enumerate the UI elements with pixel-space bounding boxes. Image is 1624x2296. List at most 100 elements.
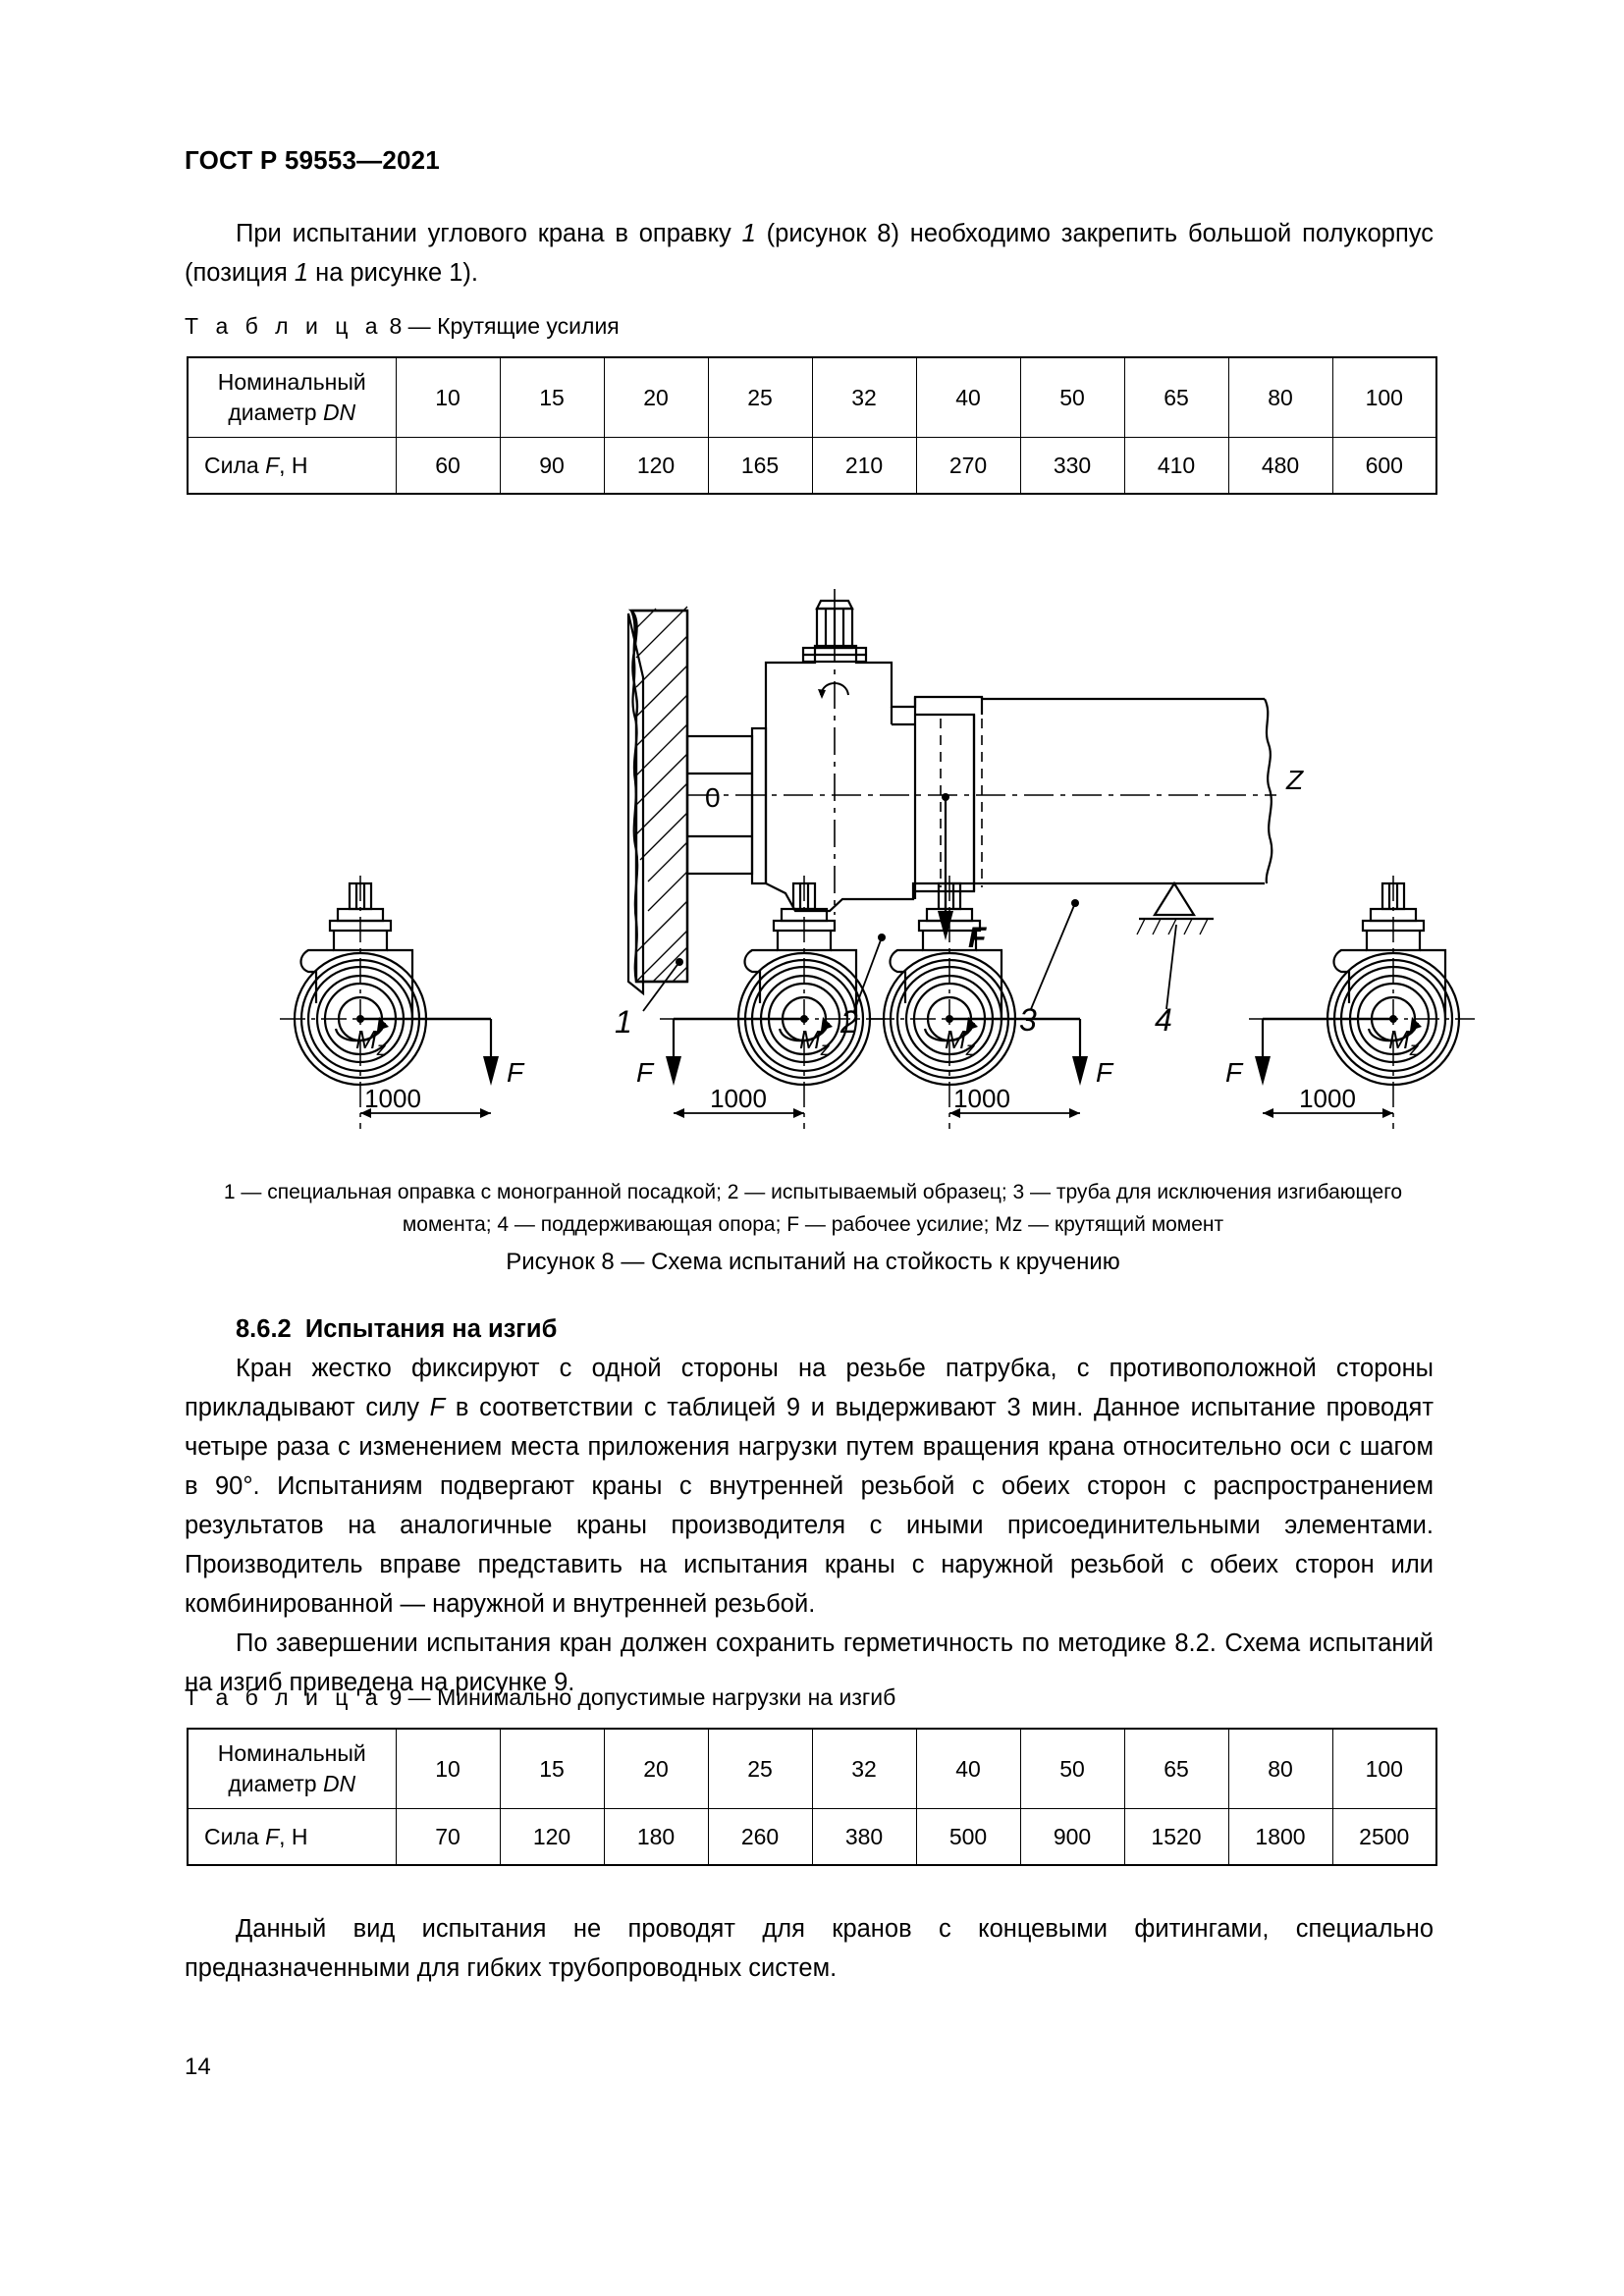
table9-force-cell: 1800 bbox=[1227, 1808, 1333, 1866]
table8-wrapper: Номинальный диаметр DN 10 15 20 25 32 40… bbox=[187, 356, 1437, 495]
callout-1: 1 bbox=[615, 1004, 632, 1040]
table8-label-dn: DN bbox=[322, 400, 356, 425]
table8-diameter-cell: 40 bbox=[915, 356, 1021, 438]
table8-caption: Т а б л и ц а 8 — Крутящие усилия bbox=[185, 309, 1434, 343]
table9-diameter-cell: 50 bbox=[1019, 1728, 1125, 1809]
dimension-label: 1000 bbox=[953, 1084, 1010, 1113]
figure-8-legend-block: 1 — специальная оправка с моногранной по… bbox=[185, 1176, 1441, 1241]
label-axis-z: Z bbox=[1285, 765, 1304, 795]
intro-italic-1: 1 bbox=[741, 220, 756, 247]
table8-force-cell: 480 bbox=[1227, 437, 1333, 495]
intro-text-a: При испытании углового крана в оправку bbox=[236, 220, 742, 247]
table8-caption-block: Т а б л и ц а 8 — Крутящие усилия bbox=[185, 309, 1434, 343]
valve-body bbox=[764, 644, 984, 913]
table8-force-cell: 165 bbox=[707, 437, 813, 495]
closing-paragraph-block: Данный вид испытания не проводят для кра… bbox=[185, 1909, 1434, 1988]
table9-force-post: , Н bbox=[279, 1823, 308, 1849]
callout-4: 4 bbox=[1155, 1002, 1172, 1038]
table9-diameter-cell: 65 bbox=[1123, 1728, 1229, 1809]
table9-force-cell: 260 bbox=[707, 1808, 813, 1866]
table8-diameter-cell: 50 bbox=[1019, 356, 1125, 438]
mandrel-nut bbox=[685, 726, 768, 885]
table9-caption-dash: — bbox=[407, 1684, 431, 1710]
figure-8: 0 Z F 1 2 3 4 bbox=[0, 550, 1624, 1158]
table8-label-line1: Номинальный bbox=[217, 369, 366, 395]
table9: Номинальный диаметр DN 10 15 20 25 32 40… bbox=[187, 1728, 1437, 1866]
table9-row-label-force: Сила F, Н bbox=[187, 1808, 397, 1866]
table8-force-f: F bbox=[265, 452, 280, 478]
table8-diameter-cell: 80 bbox=[1227, 356, 1333, 438]
figure-8-legend-line-1: 1 — специальная оправка с моногранной по… bbox=[223, 1181, 1403, 1203]
page-number: 14 bbox=[185, 2054, 211, 2080]
figure-8-legend-line-2: момента; 4 — поддерживающая опора; F — р… bbox=[402, 1213, 1224, 1236]
table9-force-cell: 500 bbox=[915, 1808, 1021, 1866]
orientation-view-2: Mz F 1000 bbox=[636, 876, 886, 1129]
table9-force-cell: 180 bbox=[603, 1808, 709, 1866]
dimension-label: 1000 bbox=[710, 1084, 767, 1113]
document-header: ГОСТ Р 59553—2021 bbox=[185, 145, 440, 175]
force-label: F bbox=[1225, 1057, 1244, 1088]
force-symbol-inline: F bbox=[429, 1394, 446, 1421]
table8-caption-title: Крутящие усилия bbox=[437, 313, 620, 339]
dimension-label: 1000 bbox=[1299, 1084, 1356, 1113]
intro-text-c: на рисунке 1). bbox=[308, 259, 478, 287]
table8-force-cell: 600 bbox=[1331, 437, 1437, 495]
table9-force-cell: 1520 bbox=[1123, 1808, 1229, 1866]
table8-row-label-force: Сила F, Н bbox=[187, 437, 397, 495]
table9-caption-number: 9 bbox=[389, 1684, 403, 1710]
support-triangle bbox=[1136, 881, 1214, 935]
force-label: F bbox=[507, 1057, 525, 1088]
table8-caption-dash: — bbox=[407, 313, 431, 339]
table8-diameter-cell: 100 bbox=[1331, 356, 1437, 438]
table8-force-cell: 270 bbox=[915, 437, 1021, 495]
table9-diameter-cell: 40 bbox=[915, 1728, 1021, 1809]
table8-diameter-cell: 10 bbox=[395, 356, 501, 438]
table-row: Номинальный диаметр DN 10 15 20 25 32 40… bbox=[187, 1728, 1437, 1809]
table9-diameter-cell: 32 bbox=[811, 1728, 917, 1809]
table8-diameter-cell: 32 bbox=[811, 356, 917, 438]
table8-diameter-cell: 20 bbox=[603, 356, 709, 438]
table8-force-pre: Сила bbox=[204, 452, 266, 478]
table8-diameter-cell: 65 bbox=[1123, 356, 1229, 438]
table8-diameter-cell: 25 bbox=[707, 356, 813, 438]
table8-force-cell: 210 bbox=[811, 437, 917, 495]
table8-caption-word: Т а б л и ц а bbox=[185, 313, 384, 339]
table8-force-cell: 410 bbox=[1123, 437, 1229, 495]
figure-8-drawing: 0 Z F 1 2 3 4 bbox=[280, 589, 1475, 1129]
bend-test-paragraph-1: Кран жестко фиксируют с одной стороны на… bbox=[185, 1355, 1434, 1618]
orientation-view-4: Mz F 1000 bbox=[1225, 876, 1475, 1129]
table9-force-cell: 900 bbox=[1019, 1808, 1125, 1866]
section-title: Испытания на изгиб bbox=[304, 1315, 558, 1343]
table8-force-cell: 60 bbox=[395, 437, 501, 495]
bend-test-paragraph-2: По завершении испытания кран должен сохр… bbox=[185, 1629, 1434, 1696]
dimension-label: 1000 bbox=[364, 1084, 421, 1113]
force-label: F bbox=[636, 1057, 655, 1088]
table-row: Сила F, Н 60 90 120 165 210 270 330 410 … bbox=[187, 437, 1437, 495]
table9-row-label-diameter: Номинальный диаметр DN bbox=[187, 1728, 397, 1809]
table9-caption-word: Т а б л и ц а bbox=[185, 1684, 384, 1710]
intro-italic-2: 1 bbox=[294, 259, 309, 287]
table8-force-cell: 330 bbox=[1019, 437, 1125, 495]
table9-force-cell: 120 bbox=[499, 1808, 605, 1866]
orientation-view-1: Mz F 1000 bbox=[280, 876, 525, 1129]
orientation-view-3: Mz F 1000 bbox=[869, 876, 1114, 1129]
intro-paragraph: При испытании углового крана в оправку 1… bbox=[185, 214, 1434, 293]
test-pipe bbox=[982, 697, 1273, 885]
table8-caption-number: 8 bbox=[389, 313, 403, 339]
section-8-6-2-block: 8.6.2 Испытания на изгиб Кран жестко фик… bbox=[185, 1315, 1434, 1702]
table8-row-label-diameter: Номинальный диаметр DN bbox=[187, 356, 397, 438]
figure-8-title-block: Рисунок 8 — Схема испытаний на стойкость… bbox=[185, 1249, 1441, 1276]
table9-force-pre: Сила bbox=[204, 1823, 266, 1849]
table9-force-cell: 380 bbox=[811, 1808, 917, 1866]
table9-label-line1: Номинальный bbox=[217, 1740, 366, 1766]
force-arrow-top bbox=[938, 793, 953, 940]
table9-diameter-cell: 80 bbox=[1227, 1728, 1333, 1809]
label-zero: 0 bbox=[705, 782, 721, 813]
table9-label-dn: DN bbox=[322, 1771, 356, 1796]
table8-force-cell: 120 bbox=[603, 437, 709, 495]
callout-leaders bbox=[642, 899, 1177, 1012]
section-8-6-2-heading: 8.6.2 Испытания на изгиб bbox=[185, 1315, 1434, 1344]
table9-force-cell: 70 bbox=[395, 1808, 501, 1866]
table8-diameter-cell: 15 bbox=[499, 356, 605, 438]
